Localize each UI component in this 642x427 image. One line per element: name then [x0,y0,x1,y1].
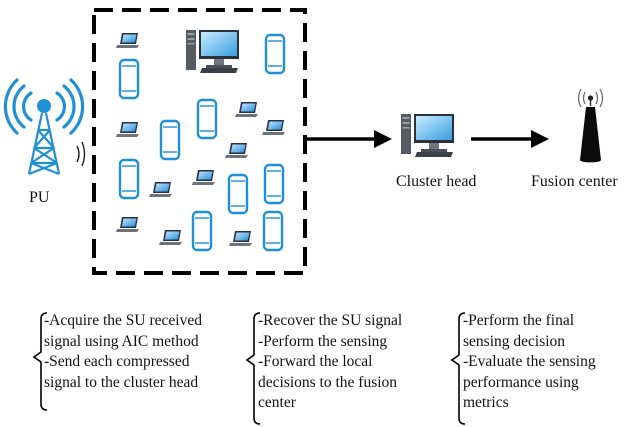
smartphone-icon [263,163,285,205]
smartphone-icon [118,158,140,200]
laptop-icon [149,182,172,197]
laptop-icon [225,143,248,158]
description-line: -Recover the SU signal [258,312,403,329]
description-line: sensing decision [463,332,566,350]
description-line: -Perform the final [463,312,575,329]
description-brackets [32,312,466,425]
smartphone-icon [118,58,140,100]
smartphone-icon [196,98,218,140]
description-line: -Acquire the SU received [44,312,202,329]
fusion-center-label: Fusion center [531,173,618,190]
laptop-icon [229,231,252,246]
laptop-icon [116,122,139,137]
bracket-left [245,312,261,425]
laptop-icon [192,170,215,185]
cone-antenna-icon [577,88,604,163]
arrow-icon [471,130,549,148]
laptop-icon [116,33,139,48]
desktop-computer-icon [186,30,239,73]
laptop-icon [159,230,182,245]
description-line: -Evaluate the sensing [463,353,596,370]
smartphone-icon [262,210,284,252]
cluster-head-description: -Recover the SU signal -Perform the sens… [258,311,402,414]
smartphone-icon [159,119,181,161]
bracket-left [450,312,466,425]
description-line: -Send each compressed [44,353,190,370]
description-line: metrics [463,394,509,411]
su-description: -Acquire the SU received signal using AI… [44,311,202,393]
description-line: signal to the cluster head [44,373,199,391]
desktop-computer-icon [401,114,454,157]
bracket-left [32,312,48,411]
signal-waves-icon [76,141,86,167]
laptop-icon [262,120,285,135]
description-line: decisions to the fusion [258,373,398,391]
su-devices [116,30,286,252]
arrow-icon [306,130,392,148]
description-line: center [258,394,296,411]
description-line: performance using [463,373,579,391]
cluster-head-label: Cluster head [396,173,477,190]
smartphone-icon [191,210,213,252]
smartphone-icon [264,33,286,75]
laptop-icon [235,102,258,117]
description-line: -Perform the sensing [258,332,388,350]
su-cluster-box [92,8,307,275]
description-line: -Forward the local [258,353,373,370]
smartphone-icon [227,173,249,215]
fusion-center-description: -Perform the final sensing decision -Eva… [463,311,596,414]
antenna-tower-icon [3,78,85,176]
pu-label: PU [29,189,50,206]
laptop-icon [116,217,139,232]
description-line: signal using AIC method [44,332,199,350]
